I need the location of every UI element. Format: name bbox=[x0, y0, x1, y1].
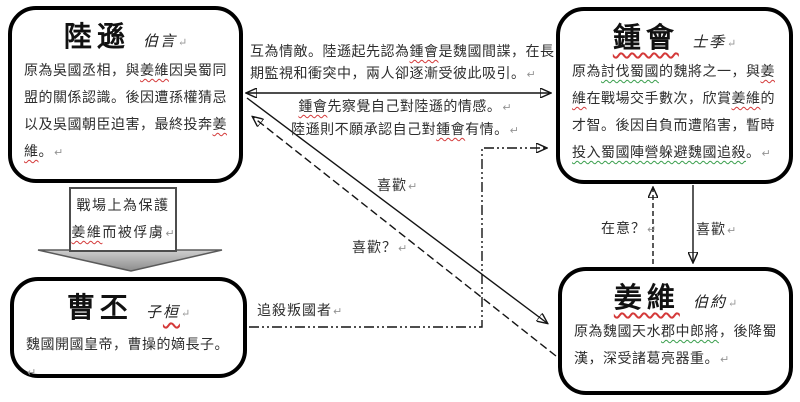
character-title-jiangwei: 姜維 伯約↵ bbox=[562, 276, 789, 316]
character-name-caopi: 曹丕 bbox=[66, 291, 133, 324]
edge-label-caopi-hunts-traitors: 追殺叛國者↵ bbox=[257, 303, 343, 319]
note-line-rivals: 互為情敵。陸遜起先認為鍾會是魏國間諜，在長期監視和衝突中，兩人卻逐漸受彼此吸引。… bbox=[250, 44, 555, 82]
character-name-zhonghui: 鍾會 bbox=[612, 21, 679, 54]
note-line-zhonghui-feelings: 鍾會先察覺自己對陸遜的情感。↵ bbox=[298, 99, 512, 115]
courtesy-name-luxun: 伯言↵ bbox=[142, 32, 188, 50]
courtesy-name-jiangwei: 伯約↵ bbox=[692, 293, 738, 311]
edge-caopi-hunts-zhonghui-arrow bbox=[249, 148, 546, 328]
character-card-jiangwei: 姜維 伯約↵ 原為魏國天水郡中郎將，後降蜀漢，深受諸葛亮器重。↵ bbox=[558, 267, 793, 395]
character-card-zhonghui: 鍾會 士季↵ 原為討伐蜀國的魏將之一，與姜維在戰場交手數次，欣賞姜維的才智。後因… bbox=[556, 7, 793, 184]
character-bio-jiangwei: 原為魏國天水郡中郎將，後降蜀漢，深受諸葛亮器重。↵ bbox=[574, 324, 777, 367]
capture-callout: 戰場上為保護姜維而被俘虜↵ bbox=[69, 187, 177, 252]
character-bio-caopi: 魏國開國皇帝，曹操的嫡長子。↵ bbox=[26, 337, 229, 379]
edge-label-jiangwei-cares-question: 在意？↵ bbox=[601, 221, 657, 237]
character-name-jiangwei: 姜維 bbox=[613, 281, 680, 314]
character-title-caopi: 曹丕 子桓↵ bbox=[14, 286, 243, 326]
edge-label-jiangwei-likes-luxun-question: 喜歡？↵ bbox=[352, 240, 408, 256]
character-title-luxun: 陸遜 伯言↵ bbox=[12, 15, 239, 55]
character-bio-luxun: 原為吳國丞相，與姜維因吳蜀同盟的關係認識。後因遭孫權猜忌以及吳國朝臣迫害，最終投… bbox=[24, 63, 227, 160]
edge-label-zhonghui-likes-jiangwei: 喜歡↵ bbox=[696, 222, 737, 238]
character-title-zhonghui: 鍾會 士季↵ bbox=[560, 16, 789, 56]
character-card-luxun: 陸遜 伯言↵ 原為吳國丞相，與姜維因吳蜀同盟的關係認識。後因遭孫權猜忌以及吳國朝… bbox=[8, 6, 243, 183]
character-card-caopi: 曹丕 子桓↵ 魏國開國皇帝，曹操的嫡長子。↵ bbox=[10, 277, 247, 379]
edge-jiangwei-likes-luxun-arrow bbox=[253, 117, 557, 357]
courtesy-name-caopi: 子桓↵ bbox=[145, 303, 191, 321]
relationship-note-luxun-zhonghui: 互為情敵。陸遜起先認為鍾會是魏國間諜，在長期監視和衝突中，兩人卻逐漸受彼此吸引。… bbox=[250, 41, 560, 142]
character-name-luxun: 陸遜 bbox=[63, 20, 130, 53]
edge-luxun-likes-jiangwei-arrow bbox=[246, 97, 547, 323]
character-bio-zhonghui: 原為討伐蜀國的魏將之一，與姜維在戰場交手數次，欣賞姜維的才智。後因自負而遭陷害，… bbox=[572, 64, 775, 161]
down-arrow-shape bbox=[37, 249, 223, 272]
courtesy-name-zhonghui: 士季↵ bbox=[691, 33, 737, 51]
edge-label-luxun-likes-jiangwei: 喜歡↵ bbox=[377, 178, 418, 194]
note-line-luxun-denial: 陸遜則不願承認自己對鍾會有情。↵ bbox=[291, 122, 519, 138]
